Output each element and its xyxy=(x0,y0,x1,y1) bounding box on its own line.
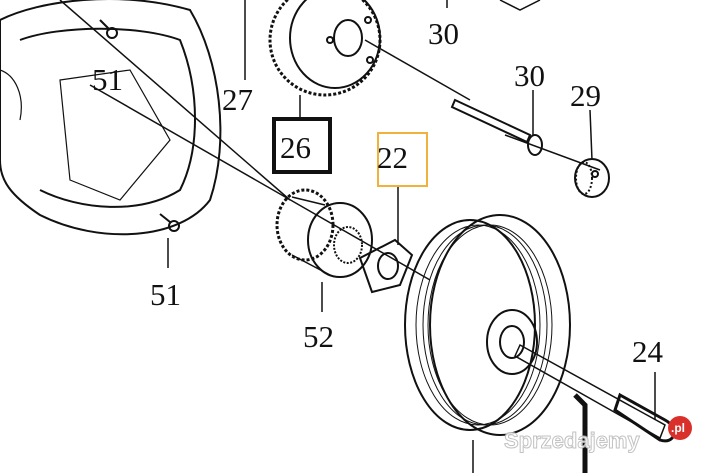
callout-box-26 xyxy=(272,117,332,174)
callout-24: 24 xyxy=(632,334,664,369)
bolt-51-top xyxy=(99,19,118,39)
watermark-badge-text: .pl xyxy=(671,421,685,435)
belt-edge xyxy=(573,393,588,473)
callout-51-top: 51 xyxy=(92,62,123,97)
bolt-51-bottom xyxy=(159,213,180,232)
camshaft-sprocket xyxy=(268,0,382,97)
watermark: Sprzedajemy .pl xyxy=(504,416,692,454)
callout-26: 26 xyxy=(280,130,311,165)
watermark-badge xyxy=(668,416,692,440)
callout-22: 22 xyxy=(377,140,408,175)
part-top-right xyxy=(499,0,541,11)
leader-lines xyxy=(167,0,656,420)
callout-30-right: 30 xyxy=(514,58,545,93)
crankshaft-pulley xyxy=(404,214,571,436)
callout-30-top: 30 xyxy=(428,16,459,51)
callout-29: 29 xyxy=(570,78,601,113)
callout-52: 52 xyxy=(303,319,334,354)
part-29-sensor-wheel xyxy=(574,158,610,198)
callout-51-bottom: 51 xyxy=(150,277,181,312)
callout-box-22 xyxy=(377,132,428,187)
axis-line xyxy=(89,84,431,281)
axis-line xyxy=(59,0,291,201)
bolt-30 xyxy=(450,98,543,156)
washer-22 xyxy=(358,238,414,294)
axis-line xyxy=(504,134,601,171)
watermark-text: Sprzedajemy xyxy=(504,428,640,453)
callout-27: 27 xyxy=(222,82,253,117)
axis-line xyxy=(364,39,471,101)
timing-cover xyxy=(0,0,222,236)
crankshaft-sprocket xyxy=(275,188,373,278)
